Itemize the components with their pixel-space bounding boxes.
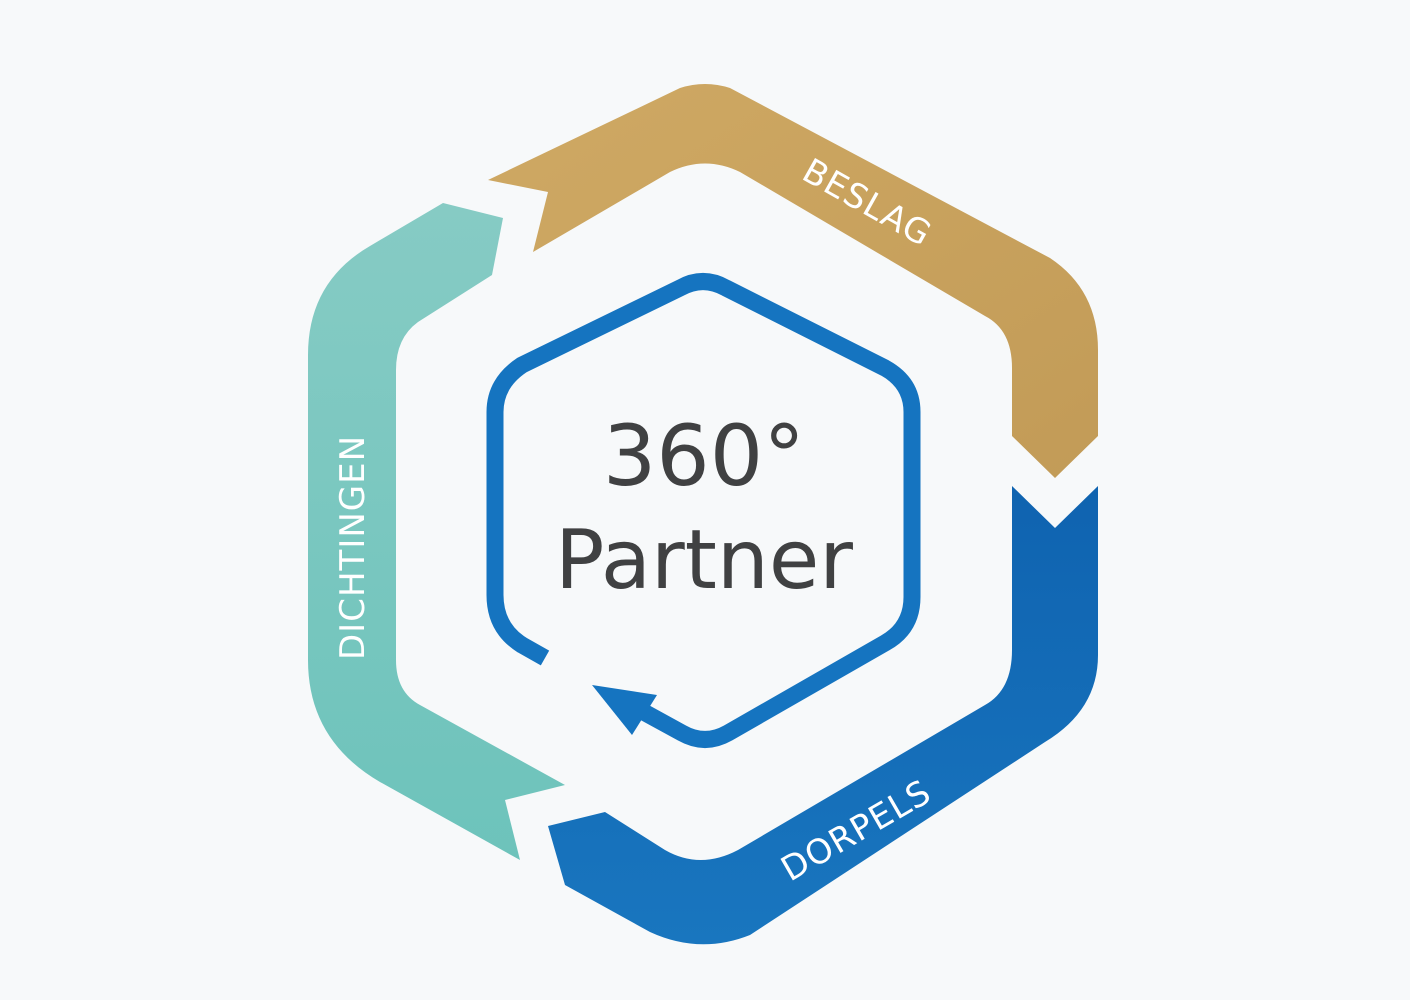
dorpels-arrow-segment <box>548 486 1098 945</box>
inner-ring-arrowhead <box>592 685 657 735</box>
center-title-360: 360° <box>603 407 805 505</box>
center-title-partner: Partner <box>555 513 853 608</box>
beslag-arrow-segment <box>488 84 1098 478</box>
dichtingen-label: DICHTINGEN <box>333 435 373 660</box>
dichtingen-arrow-segment <box>308 203 565 860</box>
inner-hexagon-ring <box>486 273 921 748</box>
